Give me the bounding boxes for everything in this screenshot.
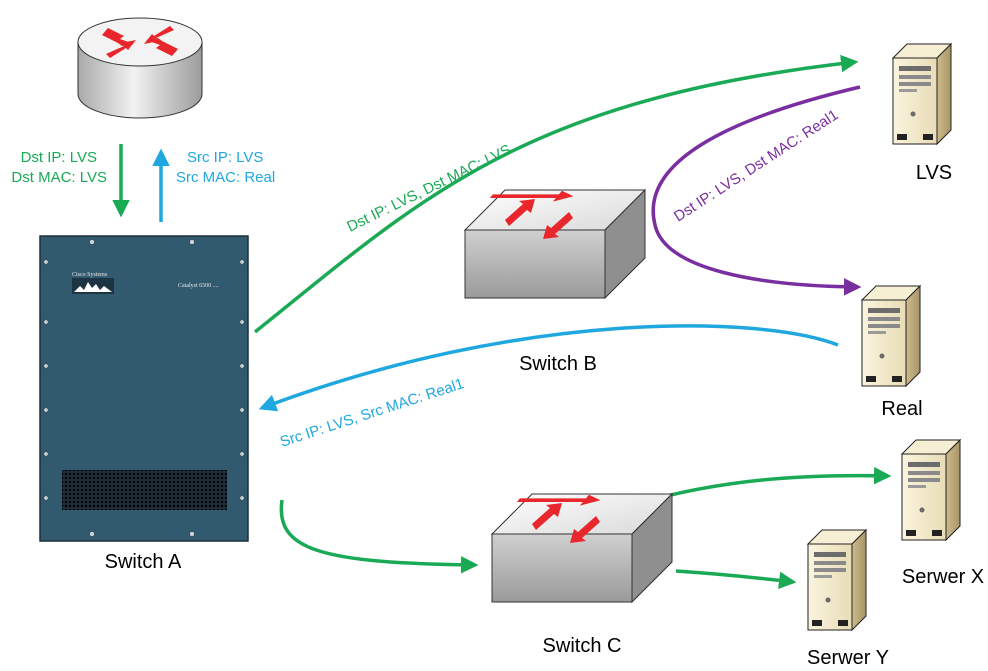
- router-down-label-line2: Dst MAC: LVS: [11, 169, 107, 186]
- router-down-label-line1: Dst IP: LVS: [21, 149, 97, 166]
- serwer-y-label: Serwer Y: [807, 647, 889, 669]
- switch-c-to-serwer-x-arrow: [639, 466, 892, 505]
- lvs-server-icon: [892, 43, 952, 145]
- lvs-label: LVS: [916, 162, 952, 184]
- real-label: Real: [881, 398, 922, 420]
- serwer-x-server-icon: [901, 439, 961, 541]
- lvs-to-real-label: Dst IP: LVS, Dst MAC: Real1: [671, 106, 842, 225]
- switch-a-label: Switch A: [105, 551, 182, 573]
- real-server-icon: [861, 285, 921, 387]
- serwer-x-label: Serwer X: [902, 566, 984, 588]
- router-up-label-line1: Src IP: LVS: [187, 149, 263, 166]
- switch-a-to-switch-c-arrow: [279, 499, 479, 574]
- switch-b-label: Switch B: [519, 353, 597, 375]
- real-to-switch-a-arrow: [258, 324, 839, 412]
- real-to-switch-a-label: Src IP: LVS, Src MAC: Real1: [278, 375, 466, 451]
- switch-c-icon: [491, 493, 673, 603]
- switch-chassis-icon: Cisco Systems Catalyst 6500 ....: [39, 235, 249, 542]
- serwer-y-server-icon: [807, 529, 867, 631]
- router-up-label-line2: Src MAC: Real: [176, 169, 275, 186]
- switch-b-icon: [464, 189, 646, 299]
- switch-a-to-lvs-arrow: [253, 54, 859, 334]
- switch-c-label: Switch C: [543, 635, 622, 657]
- model-label: Catalyst 6500 ....: [178, 283, 219, 289]
- switch-c-to-serwer-y-arrow: [675, 569, 797, 590]
- lvs-to-real-arrow: [651, 85, 862, 296]
- vendor-label: Cisco Systems: [72, 272, 108, 278]
- router-icon: [77, 17, 203, 119]
